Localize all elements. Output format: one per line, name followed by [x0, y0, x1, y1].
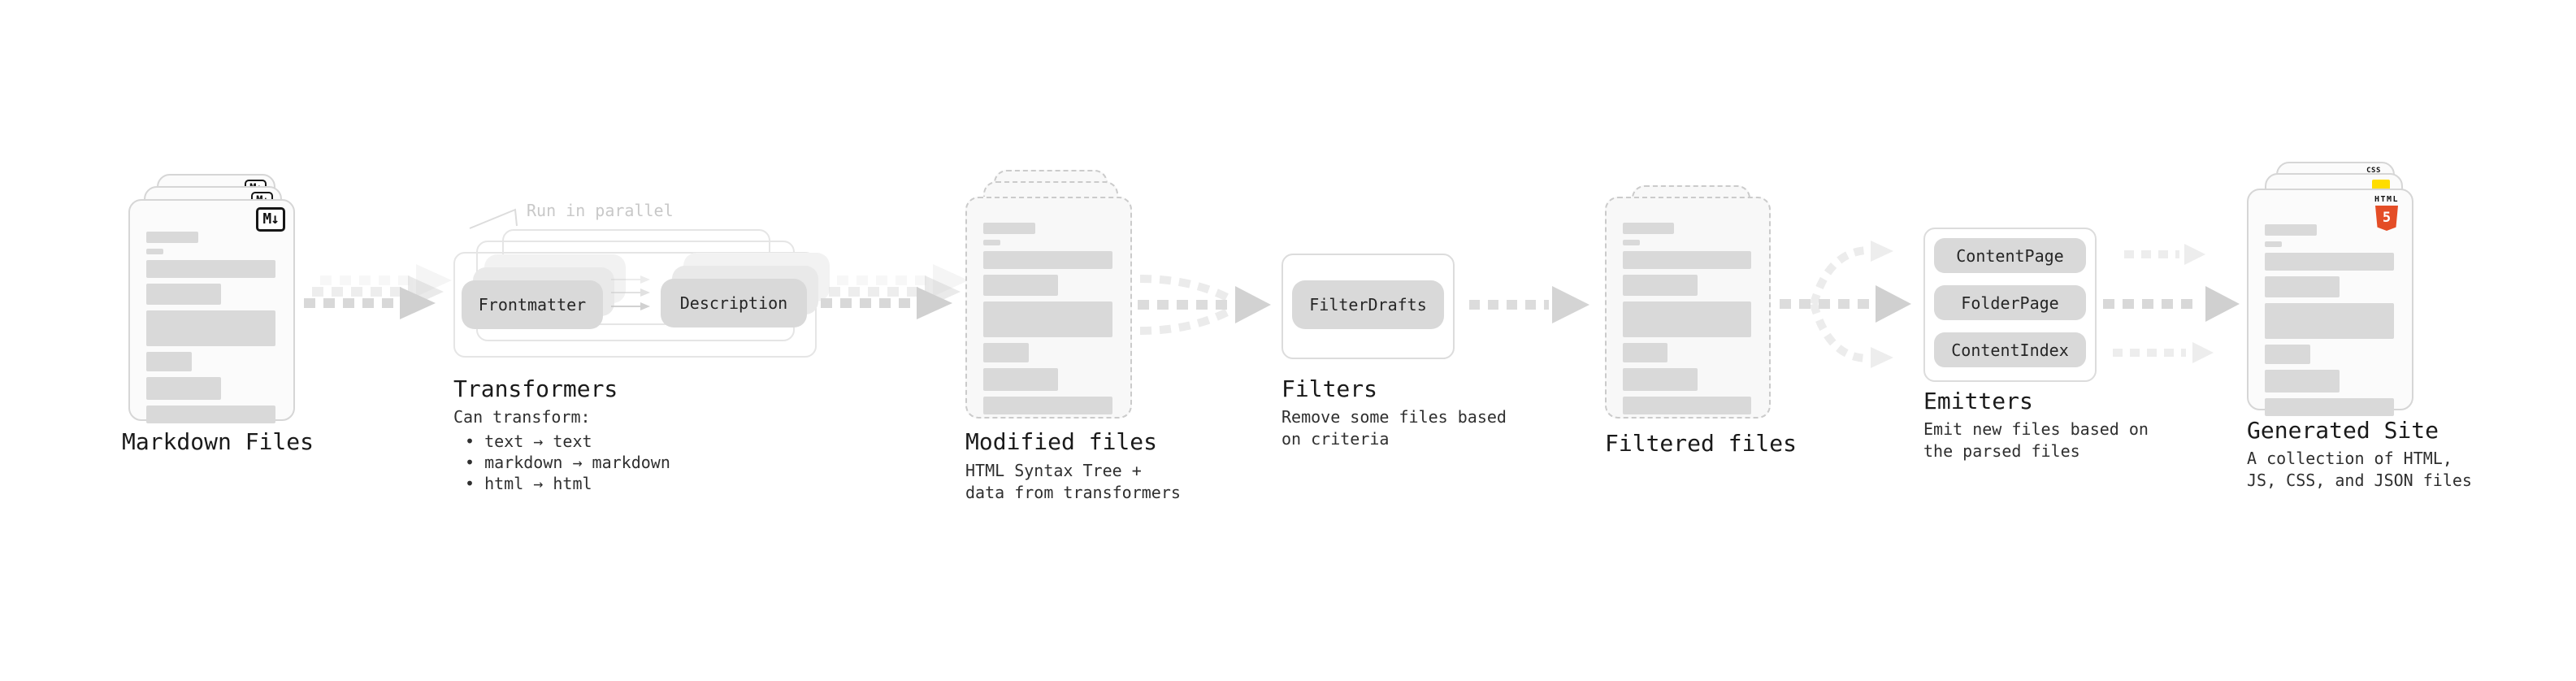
arrow-modified-to-filters — [1138, 275, 1271, 335]
modified-caption: HTML Syntax Tree + data from transformer… — [965, 461, 1181, 502]
bullet-markdown-to-markdown: • markdown → markdown — [465, 453, 670, 472]
run-in-parallel-label: Run in parallel — [527, 201, 674, 220]
placeholder-text-bar — [146, 406, 275, 423]
markdown-file-card-front: M↓ — [128, 199, 295, 423]
transformer-description: Description — [661, 279, 807, 327]
emitter-folderpage: FolderPage — [1934, 285, 2086, 320]
arrow-transformers-to-modified — [821, 264, 969, 319]
filter-filterdrafts: FilterDrafts — [1292, 280, 1444, 329]
placeholder-text-bar — [983, 240, 1000, 245]
generated-caption: A collection of HTML, JS, CSS, and JSON … — [2247, 449, 2472, 490]
placeholder-text-bar — [2265, 345, 2310, 364]
placeholder-text-bar — [2265, 398, 2394, 416]
placeholder-content — [1623, 223, 1751, 414]
placeholder-content — [2265, 224, 2394, 416]
stage-label-markdown-files: Markdown Files — [122, 428, 314, 455]
bullet-html-to-html: • html → html — [465, 474, 592, 493]
stage-label-filters: Filters — [1281, 375, 1378, 402]
stage-label-transformers: Transformers — [453, 375, 618, 402]
markdown-icon: M↓ — [256, 207, 285, 232]
placeholder-text-bar — [1623, 368, 1698, 391]
transformer-frontmatter: Frontmatter — [462, 280, 603, 329]
filters-caption: Remove some files based on criteria — [1281, 407, 1507, 449]
placeholder-text-bar — [1623, 397, 1751, 414]
placeholder-text-bar — [1623, 251, 1751, 269]
emitters-caption: Emit new files based on the parsed files — [1923, 419, 2149, 461]
bullet-text-to-text: • text → text — [465, 432, 592, 451]
emitter-contentindex: ContentIndex — [1934, 332, 2086, 367]
placeholder-text-bar — [1623, 240, 1640, 245]
placeholder-text-bar — [1623, 275, 1698, 296]
arrow-filtered-to-emitters — [1780, 241, 1911, 368]
arrow-filters-to-filtered — [1469, 286, 1589, 323]
emitter-contentpage: ContentPage — [1934, 238, 2086, 273]
placeholder-text-bar — [146, 232, 198, 243]
placeholder-text-bar — [983, 301, 1112, 337]
placeholder-text-bar — [1623, 301, 1751, 337]
stage-label-generated-site: Generated Site — [2247, 417, 2439, 444]
stage-label-filtered-files: Filtered files — [1605, 430, 1798, 457]
placeholder-text-bar — [146, 249, 163, 254]
placeholder-text-bar — [1623, 223, 1675, 234]
placeholder-text-bar — [983, 223, 1035, 234]
placeholder-text-bar — [146, 377, 222, 400]
placeholder-text-bar — [146, 284, 222, 305]
placeholder-text-bar — [1623, 343, 1668, 362]
modified-file-card-front — [965, 197, 1132, 419]
parallel-arrows-icon — [611, 275, 650, 310]
placeholder-text-bar — [983, 251, 1112, 269]
placeholder-text-bar — [983, 343, 1029, 362]
transformers-caption: Can transform: — [453, 407, 591, 427]
callout-leader-line — [469, 208, 518, 229]
arrow-emitters-to-generated — [2103, 244, 2240, 363]
placeholder-text-bar — [146, 352, 192, 371]
html5-icon: HTML 5 — [2368, 195, 2405, 231]
stage-label-emitters: Emitters — [1923, 388, 2033, 414]
placeholder-text-bar — [2265, 253, 2394, 271]
placeholder-text-bar — [2265, 241, 2282, 247]
placeholder-text-bar — [146, 260, 275, 278]
placeholder-content — [146, 232, 275, 423]
placeholder-text-bar — [2265, 370, 2340, 393]
placeholder-content — [983, 223, 1112, 414]
placeholder-text-bar — [2265, 303, 2394, 339]
placeholder-text-bar — [983, 368, 1059, 391]
stage-label-modified-files: Modified files — [965, 428, 1158, 455]
filtered-file-card-front — [1605, 197, 1771, 419]
transformers-bullet-list: • text → text • markdown → markdown • ht… — [465, 431, 670, 494]
arrow-markdown-to-transformers — [304, 264, 452, 319]
placeholder-text-bar — [983, 275, 1059, 296]
placeholder-text-bar — [983, 397, 1112, 414]
generated-file-card-html: HTML 5 — [2247, 189, 2413, 416]
placeholder-text-bar — [2265, 224, 2317, 236]
placeholder-text-bar — [2265, 276, 2340, 297]
placeholder-text-bar — [146, 310, 275, 346]
